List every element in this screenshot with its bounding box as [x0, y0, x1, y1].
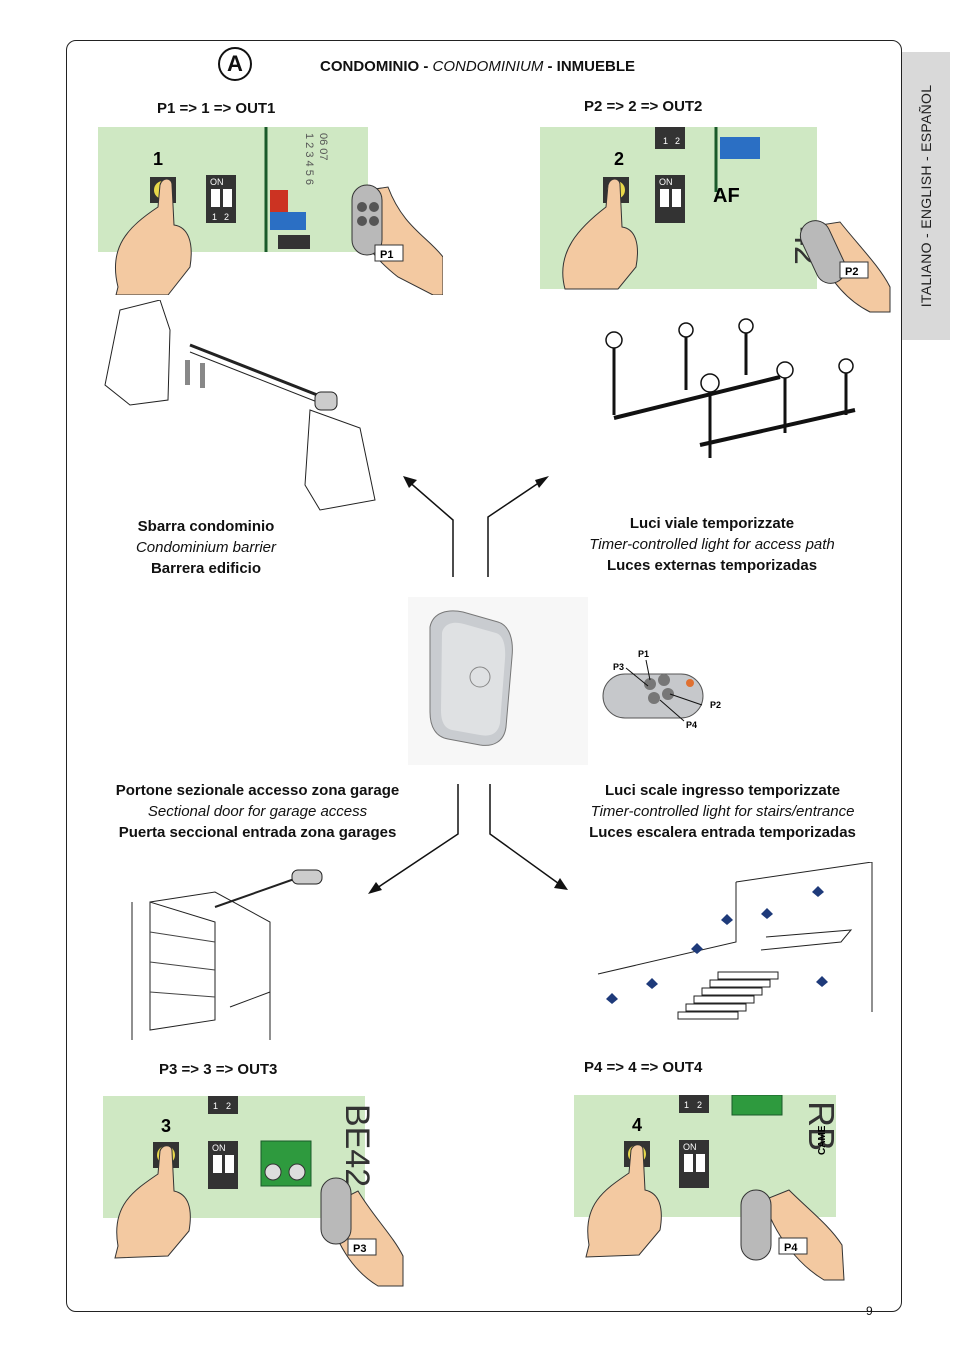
top-dip-1: 1	[213, 1101, 218, 1111]
mapping-label-p2: P2 => 2 => OUT2	[584, 98, 703, 115]
remote-p4-label: P4	[686, 720, 697, 730]
mapping-label-p3: P3 => 3 => OUT3	[159, 1061, 278, 1078]
dip-on-label: ON	[212, 1143, 226, 1153]
dip-2-label: 2	[224, 212, 229, 222]
caption-barrier-en: Condominium barrier	[135, 539, 277, 556]
caption-stairs-es: Luces escalera entrada temporizadas	[589, 824, 856, 841]
top-dip-2: 2	[697, 1100, 702, 1110]
hand-icon	[114, 178, 192, 295]
caption-stairs-it: Luci scale ingresso temporizzate	[604, 782, 841, 799]
stair-lamp-icons	[606, 886, 828, 1004]
caption-path-lights: Luci viale temporizzate Timer-controlled…	[562, 513, 862, 576]
title-es: - INMUEBLE	[547, 58, 636, 75]
hand-icon	[562, 178, 638, 290]
mapping-label-p4: P4 => 4 => OUT4	[584, 1059, 703, 1076]
remote-key-label-p3: P3	[353, 1243, 366, 1255]
page-number: 9	[866, 1304, 873, 1318]
board-model-text: RB	[801, 1101, 842, 1151]
dip-on-label: ON	[683, 1142, 697, 1152]
dip-on-label: ON	[659, 177, 673, 187]
board-digit-3: 3	[161, 1116, 171, 1136]
panel-p4-illustration: 1 2 ON RB CAME 4 P4	[574, 1095, 845, 1281]
barrier-illustration	[104, 300, 376, 511]
stairs-illustration	[597, 862, 873, 1020]
remote-p3-label: P3	[613, 662, 624, 672]
caption-barrier-it: Sbarra condominio	[137, 518, 275, 535]
caption-barrier: Sbarra condominio Condominium barrier Ba…	[100, 516, 312, 579]
board-model-text: BE42	[338, 1104, 376, 1187]
language-side-tab: ITALIANO - ENGLISH - ESPAÑOL	[902, 52, 950, 340]
brand-logo: CAME	[817, 1125, 828, 1155]
caption-path-en: Timer-controlled light for access path	[589, 536, 835, 553]
panel-p3-illustration: 1 2 ON BE42 3 P3	[103, 1096, 404, 1287]
caption-garage-es: Puerta seccional entrada zona garages	[118, 824, 397, 841]
panel-p2-illustration: 1 2 ON AF 2 42 P2	[540, 127, 891, 313]
remote-icon	[799, 220, 847, 284]
arrows-bottom	[368, 784, 568, 894]
top-dip-2: 2	[226, 1101, 231, 1111]
path-lights-illustration	[605, 318, 856, 458]
caption-garage: Portone sezionale accesso zona garage Se…	[100, 780, 415, 843]
remote-icon	[320, 1177, 352, 1245]
remote-key-label-p2: P2	[845, 266, 858, 278]
caption-path-es: Luces externas temporizadas	[606, 557, 818, 574]
panel-p1-illustration: ON 1 2 1 1 2 3 4 5 6 06 07 P1	[98, 127, 443, 295]
mapping-label-p1: P1 => 1 => OUT1	[157, 100, 276, 117]
top-dip-2: 2	[675, 136, 680, 146]
board-af-label: AF	[713, 185, 740, 207]
caption-garage-it: Portone sezionale accesso zona garage	[115, 782, 400, 799]
receiver-illustration	[408, 597, 588, 765]
page-title: CONDOMINIO - CONDOMINIUM - INMUEBLE	[320, 58, 635, 75]
top-dip-1: 1	[684, 1100, 689, 1110]
remote-key-label-p4: P4	[784, 1242, 798, 1254]
board-digit-1: 1	[153, 149, 163, 169]
page-frame	[66, 40, 902, 1312]
section-badge: A	[218, 47, 252, 81]
title-en: CONDOMINIUM	[432, 58, 544, 75]
top-dip-1: 1	[663, 136, 668, 146]
remote-p2-label: P2	[710, 700, 721, 710]
caption-stairs-en: Timer-controlled light for stairs/entran…	[590, 803, 855, 820]
garage-door-illustration	[131, 869, 323, 1040]
board-digit-2: 2	[614, 149, 624, 169]
title-it: CONDOMINIO -	[320, 58, 429, 75]
caption-barrier-es: Barrera edificio	[150, 560, 262, 577]
hand-icon	[114, 1145, 191, 1259]
arrows-top	[403, 476, 549, 577]
dip-on-label: ON	[210, 177, 224, 187]
caption-path-it: Luci viale temporizzate	[629, 515, 795, 532]
caption-stairs: Luci scale ingresso temporizzate Timer-c…	[570, 780, 875, 843]
hand-icon	[585, 1144, 662, 1258]
dip-1-label: 1	[212, 212, 217, 222]
side-tab-label: ITALIANO - ENGLISH - ESPAÑOL	[918, 84, 934, 308]
remote-key-label-p1: P1	[380, 249, 393, 261]
caption-garage-en: Sectional door for garage access	[147, 803, 368, 820]
terminal-outs: 06 07	[317, 133, 329, 161]
remote-icon	[740, 1189, 772, 1261]
terminal-digits: 1 2 3 4 5 6	[303, 133, 315, 185]
remote-buttons-diagram: P1 P3 P2 P4	[602, 649, 721, 730]
board-digit-4: 4	[632, 1115, 642, 1135]
remote-p1-label: P1	[638, 649, 649, 659]
